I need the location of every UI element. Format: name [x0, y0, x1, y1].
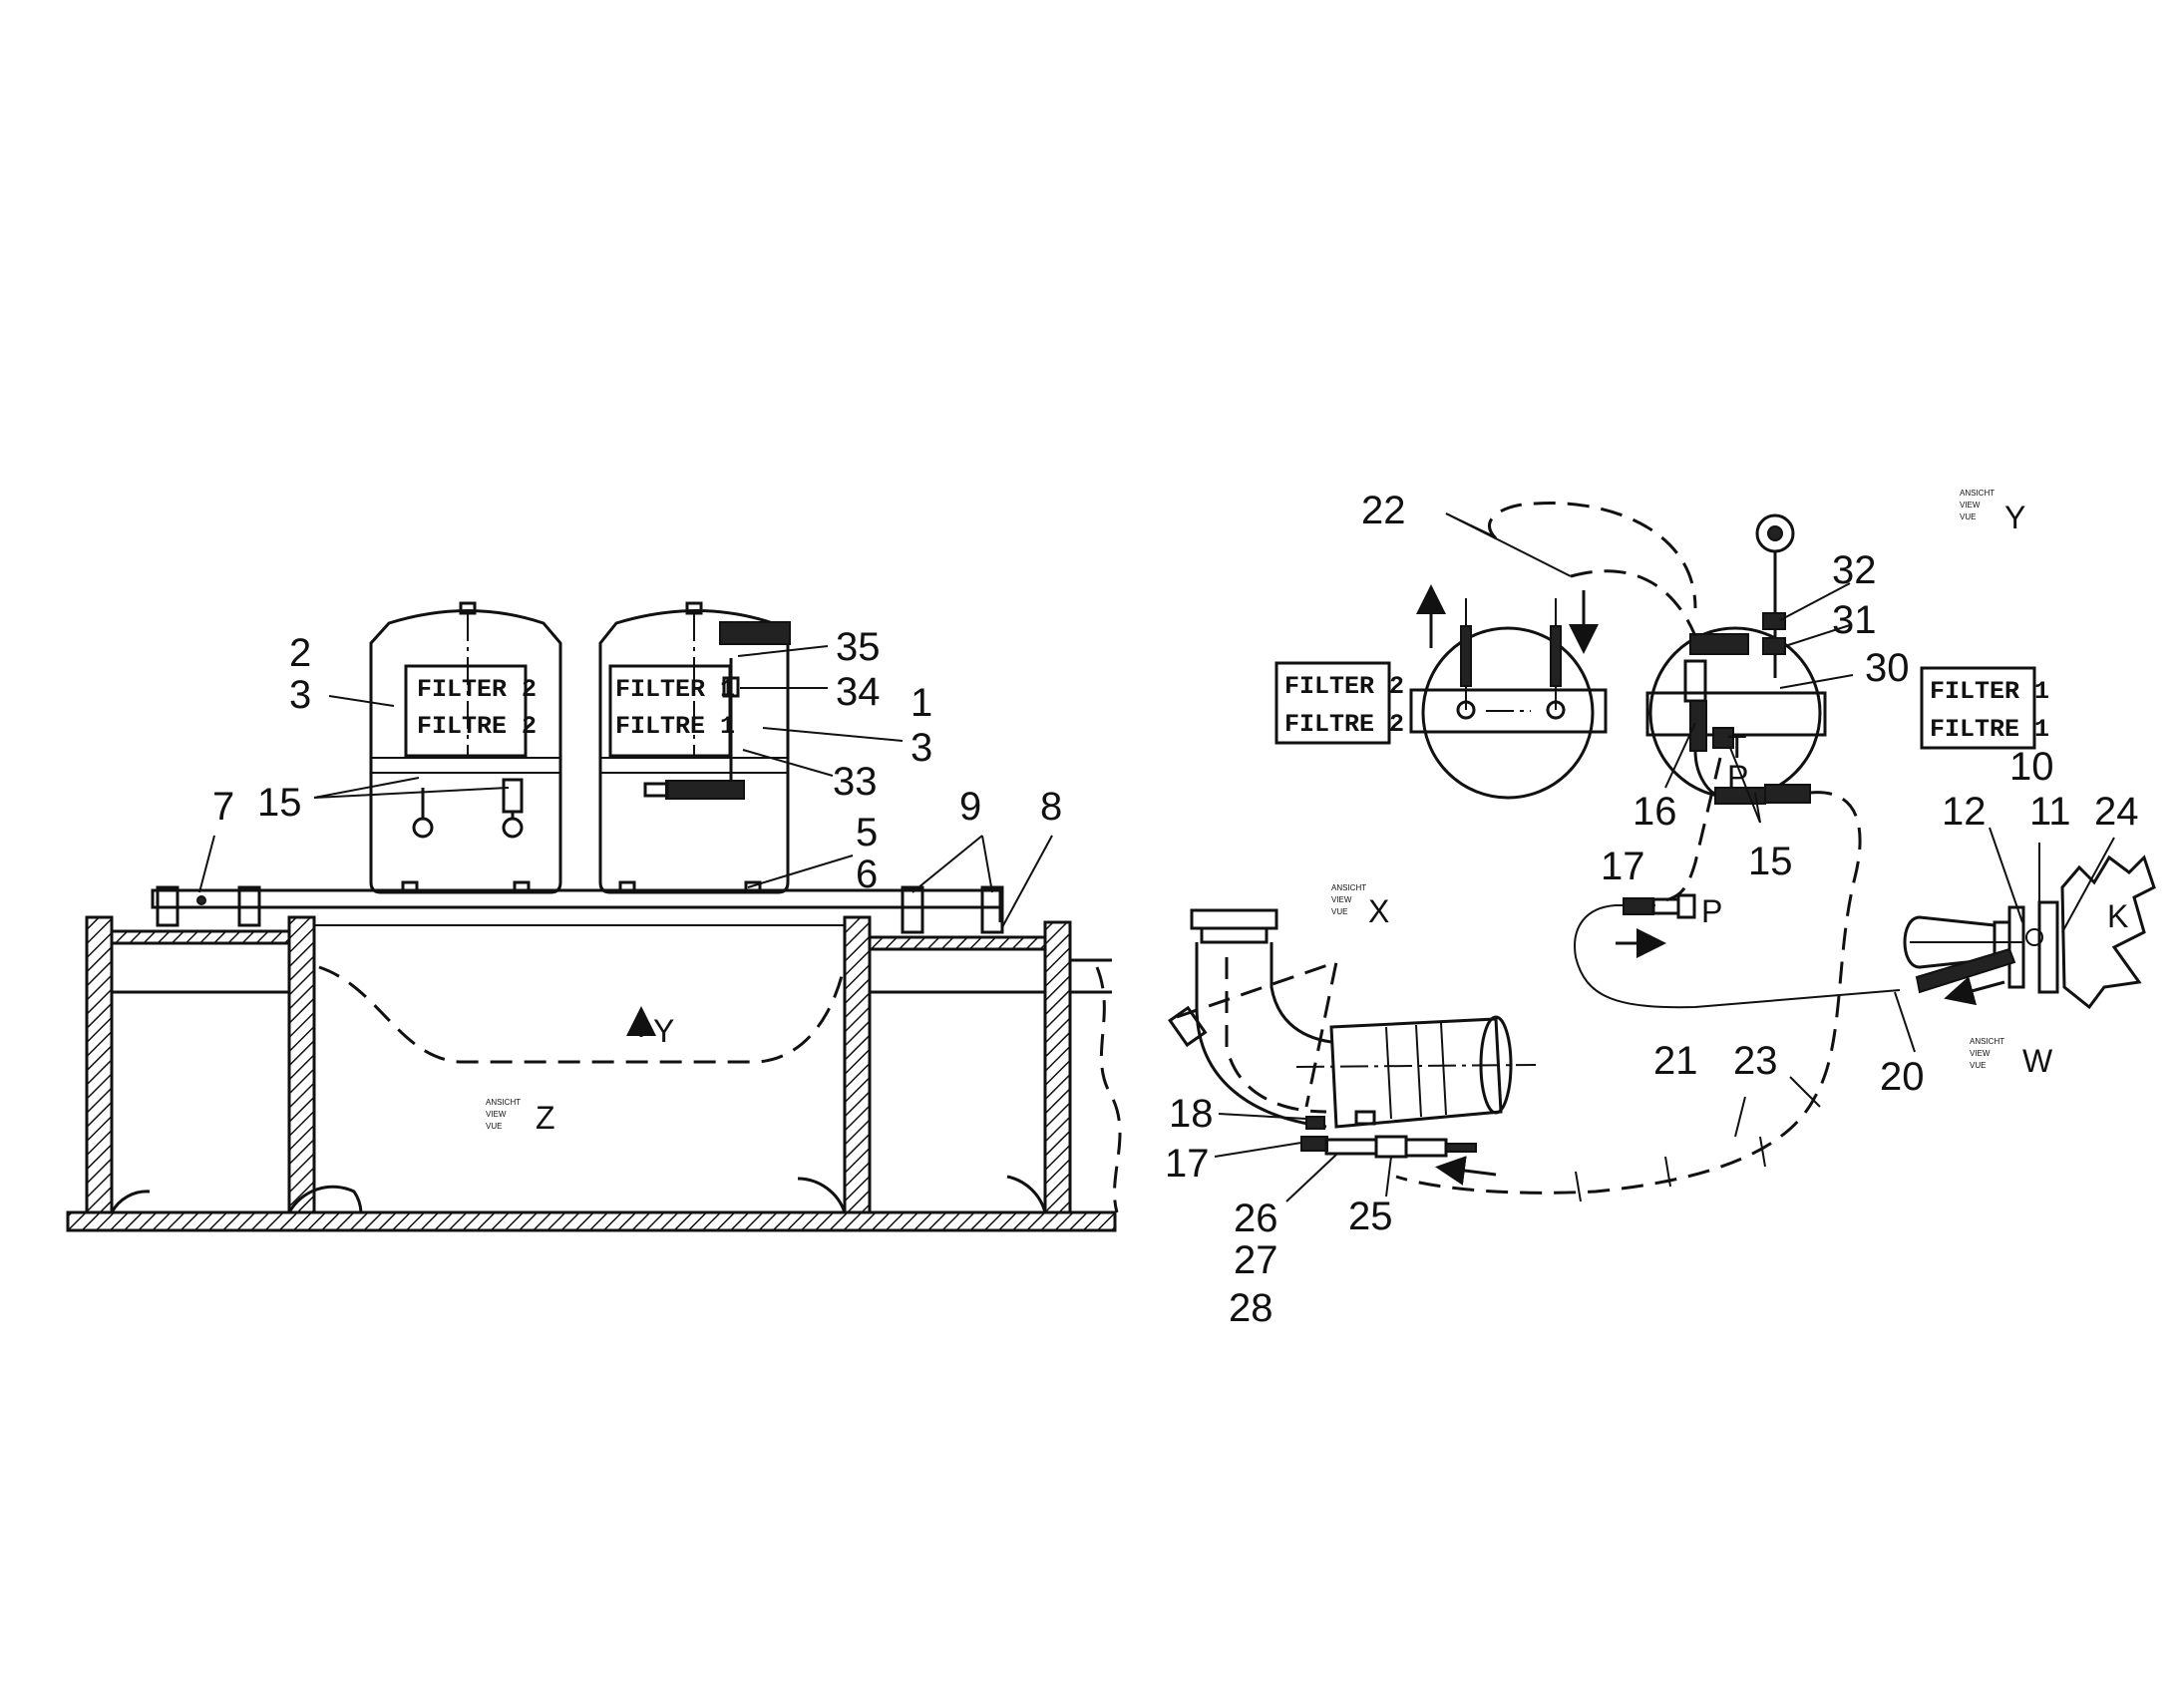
filter-2-label-box: FILTER 2 FILTRE 2 [1274, 661, 1404, 745]
port-p: P [1727, 759, 1748, 795]
callout-7: 7 [212, 785, 234, 829]
svg-text:VUE: VUE [1960, 512, 1976, 521]
view-x-elbow: ANSICHT VIEW VUE X [1168, 883, 1537, 1186]
filter-2-label-panel [404, 664, 528, 758]
view-z-label: ANSICHT VIEW VUE Z Y [486, 1013, 674, 1136]
callout-2: 2 [289, 631, 311, 675]
view-z-letter: Z [536, 1100, 555, 1136]
callout-9: 9 [959, 785, 981, 829]
filter-2-text: FILTER 2 [417, 675, 537, 704]
callout-3-left: 3 [289, 673, 311, 717]
support-rail [151, 888, 1002, 909]
callout-34: 34 [836, 670, 881, 714]
view-x-letter: X [1368, 893, 1389, 929]
tank-frame-assembly [66, 885, 1122, 1232]
callout-33: 33 [833, 760, 878, 804]
callout-21: 21 [1653, 1039, 1698, 1083]
svg-text:VIEW: VIEW [1970, 1049, 1991, 1058]
callout-32: 32 [1832, 548, 1877, 592]
svg-text:VUE: VUE [486, 1122, 502, 1131]
svg-text:FILTRE 1: FILTRE 1 [1930, 715, 2049, 744]
post-right [1043, 920, 1072, 1214]
right-callouts: 22 32 31 30 10 11 12 24 16 17 15 20 21 2… [1165, 489, 2139, 1330]
beam-right [868, 935, 1047, 951]
svg-text:ANSICHT: ANSICHT [1331, 883, 1366, 892]
callout-18: 18 [1169, 1092, 1214, 1136]
svg-text:ANSICHT: ANSICHT [1960, 489, 1995, 498]
callout-3-right: 3 [910, 726, 932, 770]
callout-11: 11 [2029, 790, 2071, 834]
callout-17-right: 17 [1601, 845, 1645, 888]
filter-2-housing: FILTER 2 FILTRE 2 [369, 601, 562, 894]
callout-12: 12 [1942, 790, 1987, 834]
callout-10: 10 [2009, 745, 2054, 789]
filter-1-cap [719, 621, 791, 645]
post-left [85, 915, 114, 1214]
svg-text:ANSICHT: ANSICHT [486, 1098, 521, 1107]
view-w-letter: W [2022, 1043, 2053, 1079]
fluid-level-outline [318, 965, 845, 1064]
svg-text:VIEW: VIEW [1960, 501, 1981, 510]
post-inner-left [287, 915, 316, 1214]
callout-15-left: 15 [257, 781, 302, 825]
callout-20: 20 [1880, 1055, 1925, 1099]
callout-6: 6 [856, 853, 878, 896]
callout-23: 23 [1733, 1039, 1778, 1083]
svg-text:VUE: VUE [1970, 1061, 1986, 1070]
view-y-letter: Y [2004, 500, 2025, 535]
filtre-1-text: FILTRE 1 [615, 712, 735, 741]
view-k-letter: K [2107, 898, 2128, 934]
view-w-connector: K ANSICHT VIEW VUE W [1894, 827, 2156, 1079]
filter-1-housing: FILTER 1 FILTRE 1 [598, 601, 791, 894]
callout-27: 27 [1234, 1238, 1278, 1282]
svg-text:FILTER 2: FILTER 2 [1284, 672, 1404, 701]
filter-2-top-circle [1421, 626, 1595, 800]
callout-31: 31 [1832, 598, 1877, 642]
callout-30: 30 [1865, 646, 1910, 690]
filtre-2-text: FILTRE 2 [417, 712, 537, 741]
callout-22: 22 [1361, 489, 1406, 532]
callout-28: 28 [1229, 1286, 1273, 1330]
svg-text:ANSICHT: ANSICHT [1970, 1037, 2004, 1046]
callout-5: 5 [856, 811, 878, 854]
callout-17-left: 17 [1165, 1142, 1210, 1186]
left-callouts: 2 3 15 7 35 34 1 3 33 5 6 9 8 [212, 625, 1062, 896]
port-t: T [1727, 729, 1747, 765]
callout-16: 16 [1633, 790, 1677, 834]
base-plate [66, 1210, 1117, 1232]
filter-1-text: FILTER 1 [615, 675, 735, 704]
svg-text:VIEW: VIEW [1331, 895, 1352, 904]
callout-1: 1 [910, 681, 932, 725]
callout-35: 35 [836, 625, 881, 669]
svg-text:FILTRE 2: FILTRE 2 [1284, 710, 1404, 739]
callout-24: 24 [2094, 790, 2139, 834]
callout-26: 26 [1234, 1196, 1278, 1240]
callout-15-right: 15 [1748, 840, 1793, 883]
filter-1-label-box: FILTER 1 FILTRE 1 [1920, 666, 2049, 750]
beam-left [110, 929, 291, 945]
view-y-arrow-letter: Y [653, 1013, 674, 1049]
svg-text:VIEW: VIEW [486, 1110, 507, 1119]
callout-25: 25 [1348, 1195, 1393, 1238]
view-y-filters: T P P ANSICHT VIEW VUE Y [1395, 489, 2025, 1202]
port-p2: P [1701, 893, 1722, 929]
svg-text:VUE: VUE [1331, 907, 1347, 916]
left-leader-lines [198, 645, 1053, 928]
post-inner-right [843, 915, 872, 1214]
callout-8: 8 [1040, 785, 1062, 829]
svg-text:FILTER 1: FILTER 1 [1930, 677, 2049, 706]
